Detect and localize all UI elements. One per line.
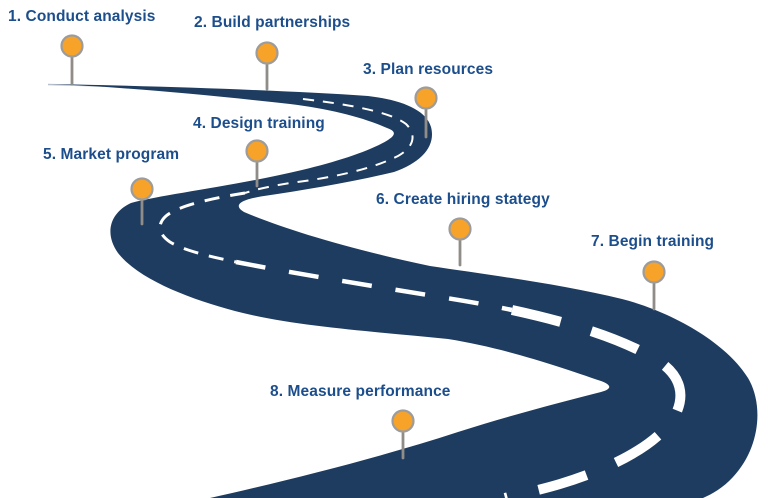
pin-marker-icon: [414, 86, 438, 110]
milestone-label-1: 1. Conduct analysis: [8, 8, 156, 25]
milestone-pins: [60, 34, 666, 460]
milestone-pin-7: [642, 260, 666, 311]
milestone-pin-2: [255, 41, 279, 91]
milestone-label-4: 4. Design training: [193, 115, 325, 132]
road-centerline: [158, 98, 686, 498]
milestone-label-2: 2. Build partnerships: [194, 14, 351, 31]
milestone-label-7: 7. Begin training: [591, 233, 715, 250]
milestone-pin-5: [130, 177, 154, 226]
milestone-label-5: 5. Market program: [43, 146, 180, 163]
pin-marker-icon: [130, 177, 154, 201]
milestone-label-6: 6. Create hiring stategy: [376, 191, 550, 208]
milestone-pin-4: [245, 139, 269, 188]
milestone-pin-8: [391, 409, 415, 460]
pin-marker-icon: [60, 34, 84, 58]
pin-marker-icon: [255, 41, 279, 65]
milestone-pin-1: [60, 34, 84, 86]
milestone-label-8: 8. Measure performance: [270, 383, 451, 400]
pin-marker-icon: [448, 217, 472, 241]
pin-marker-icon: [642, 260, 666, 284]
pin-marker-icon: [245, 139, 269, 163]
milestone-pin-6: [448, 217, 472, 267]
milestone-label-3: 3. Plan resources: [363, 61, 494, 78]
milestone-pin-3: [414, 86, 438, 139]
pin-marker-icon: [391, 409, 415, 433]
